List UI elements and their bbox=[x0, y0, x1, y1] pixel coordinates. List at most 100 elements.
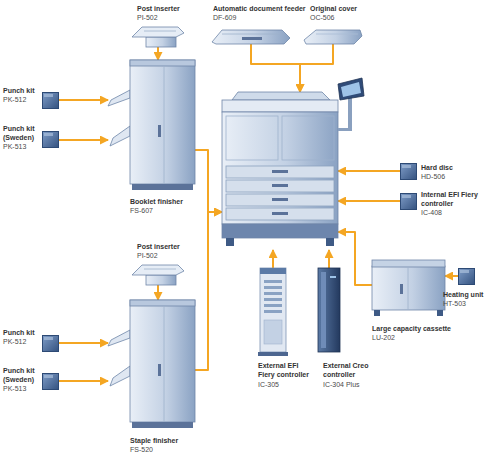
illustration-shape bbox=[264, 286, 282, 289]
part-name: Punch kit bbox=[3, 86, 35, 95]
illustration-shape bbox=[158, 364, 161, 376]
model-number: HD-506 bbox=[421, 172, 445, 181]
illustration-shape bbox=[132, 184, 193, 190]
punch-kit: Punch kit (Sweden)PK-513 bbox=[42, 373, 59, 390]
illustration-shape bbox=[164, 66, 165, 184]
connector-arrow bbox=[59, 99, 108, 101]
illustration-shape bbox=[158, 125, 161, 137]
illustration-shape bbox=[43, 132, 59, 148]
model-number: IC-305 bbox=[258, 380, 279, 389]
illustration-shape bbox=[146, 37, 176, 47]
illustration-shape bbox=[146, 275, 176, 285]
punch-kit: Punch kitPK-512 bbox=[42, 335, 59, 352]
model-number: OC-506 bbox=[310, 13, 335, 22]
illustration-shape bbox=[42, 335, 59, 352]
illustration-shape bbox=[264, 292, 282, 295]
illustration-shape bbox=[132, 25, 184, 47]
illustration-shape bbox=[401, 164, 417, 180]
illustration-shape bbox=[400, 193, 417, 210]
document-feeder: Automatic document feederDF-609 bbox=[212, 28, 290, 44]
illustration-shape bbox=[374, 310, 380, 316]
illustration-shape bbox=[108, 300, 195, 428]
part-name: Staple finisher bbox=[130, 436, 178, 445]
illustration-shape bbox=[42, 131, 59, 148]
illustration-shape bbox=[43, 93, 59, 109]
external-controller: External Creo controllerIC-304 Plus bbox=[318, 268, 340, 352]
illustration-shape bbox=[44, 375, 53, 378]
illustration-shape bbox=[459, 269, 475, 285]
part-name: Automatic document feeder bbox=[213, 4, 306, 13]
illustration-shape bbox=[402, 195, 411, 198]
illustration-shape bbox=[222, 34, 280, 35]
illustration-shape bbox=[226, 238, 234, 246]
part-name: Punch kit (Sweden) bbox=[3, 124, 40, 142]
original-cover: Original coverOC-506 bbox=[304, 28, 362, 44]
illustration-shape bbox=[272, 184, 288, 187]
illustration-shape bbox=[132, 27, 184, 37]
illustration-shape bbox=[260, 268, 286, 274]
illustration-shape bbox=[44, 94, 53, 97]
illustration-shape bbox=[316, 34, 358, 35]
hard-disc: Hard discHD-506 bbox=[400, 163, 417, 180]
illustration-shape bbox=[242, 37, 262, 40]
post-inserter: Post inserterPI-502 bbox=[132, 25, 184, 47]
illustration-shape bbox=[212, 30, 290, 44]
post-inserter: Post inserterPI-502 bbox=[132, 263, 184, 285]
external-controller: External EFI Fiery controllerIC-305 bbox=[258, 268, 288, 356]
connector-arrow bbox=[338, 200, 400, 202]
illustration-shape bbox=[272, 198, 288, 201]
illustration-shape bbox=[130, 60, 195, 184]
model-number: DF-609 bbox=[213, 13, 236, 22]
illustration-shape bbox=[222, 112, 338, 224]
part-name: External Creo controller bbox=[323, 361, 379, 379]
illustration-shape bbox=[44, 133, 53, 136]
illustration-shape bbox=[400, 163, 417, 180]
illustration-shape bbox=[212, 28, 290, 44]
illustration-shape bbox=[264, 304, 282, 307]
connector-arrow bbox=[195, 212, 222, 370]
part-name: Post inserter bbox=[137, 242, 180, 251]
connector-arrow bbox=[59, 139, 108, 141]
punch-kit: Punch kitPK-512 bbox=[42, 92, 59, 109]
large-capacity-cassette: Large capacity cassetteLU-202 bbox=[372, 258, 445, 318]
illustration-shape bbox=[437, 310, 443, 316]
illustration-shape bbox=[372, 266, 445, 310]
part-name: Punch kit (Sweden) bbox=[3, 366, 40, 384]
illustration-shape bbox=[43, 336, 59, 352]
illustration-shape bbox=[226, 116, 278, 160]
part-name: Booklet finisher bbox=[130, 197, 183, 206]
staple-finisher: Staple finisherFS-520 bbox=[108, 300, 195, 428]
connector-arrow bbox=[251, 44, 300, 92]
illustration-shape bbox=[44, 337, 53, 340]
illustration-shape bbox=[341, 82, 361, 97]
internal-controller: Internal EFI Fiery controllerIC-408 bbox=[400, 193, 417, 210]
model-number: FS-520 bbox=[130, 445, 153, 454]
illustration-shape bbox=[326, 238, 334, 246]
illustration-shape bbox=[321, 272, 326, 348]
connector-arrow bbox=[157, 285, 159, 300]
illustration-shape bbox=[130, 60, 195, 66]
connector-arrow bbox=[59, 342, 108, 344]
model-number: LU-202 bbox=[372, 333, 395, 342]
illustration-shape bbox=[264, 310, 282, 313]
part-name: Original cover bbox=[310, 4, 357, 13]
illustration-shape bbox=[408, 267, 409, 310]
connector-arrow bbox=[445, 275, 458, 277]
model-number: HT-503 bbox=[443, 299, 466, 308]
illustration-shape bbox=[130, 300, 195, 306]
part-name: Internal EFI Fiery controller bbox=[421, 190, 481, 208]
illustration-shape bbox=[400, 284, 403, 294]
illustration-shape bbox=[222, 224, 338, 238]
illustration-shape bbox=[222, 92, 338, 250]
illustration-shape bbox=[43, 374, 59, 390]
illustration-shape bbox=[372, 258, 445, 318]
illustration-shape bbox=[318, 268, 340, 352]
illustration-shape bbox=[130, 300, 195, 422]
illustration-shape bbox=[260, 268, 286, 352]
illustration-shape bbox=[164, 306, 165, 422]
illustration-shape bbox=[272, 212, 288, 215]
illustration-shape bbox=[304, 30, 362, 44]
booklet-finisher: Booklet finisherFS-607 bbox=[108, 60, 195, 190]
connector-arrow bbox=[328, 250, 330, 268]
